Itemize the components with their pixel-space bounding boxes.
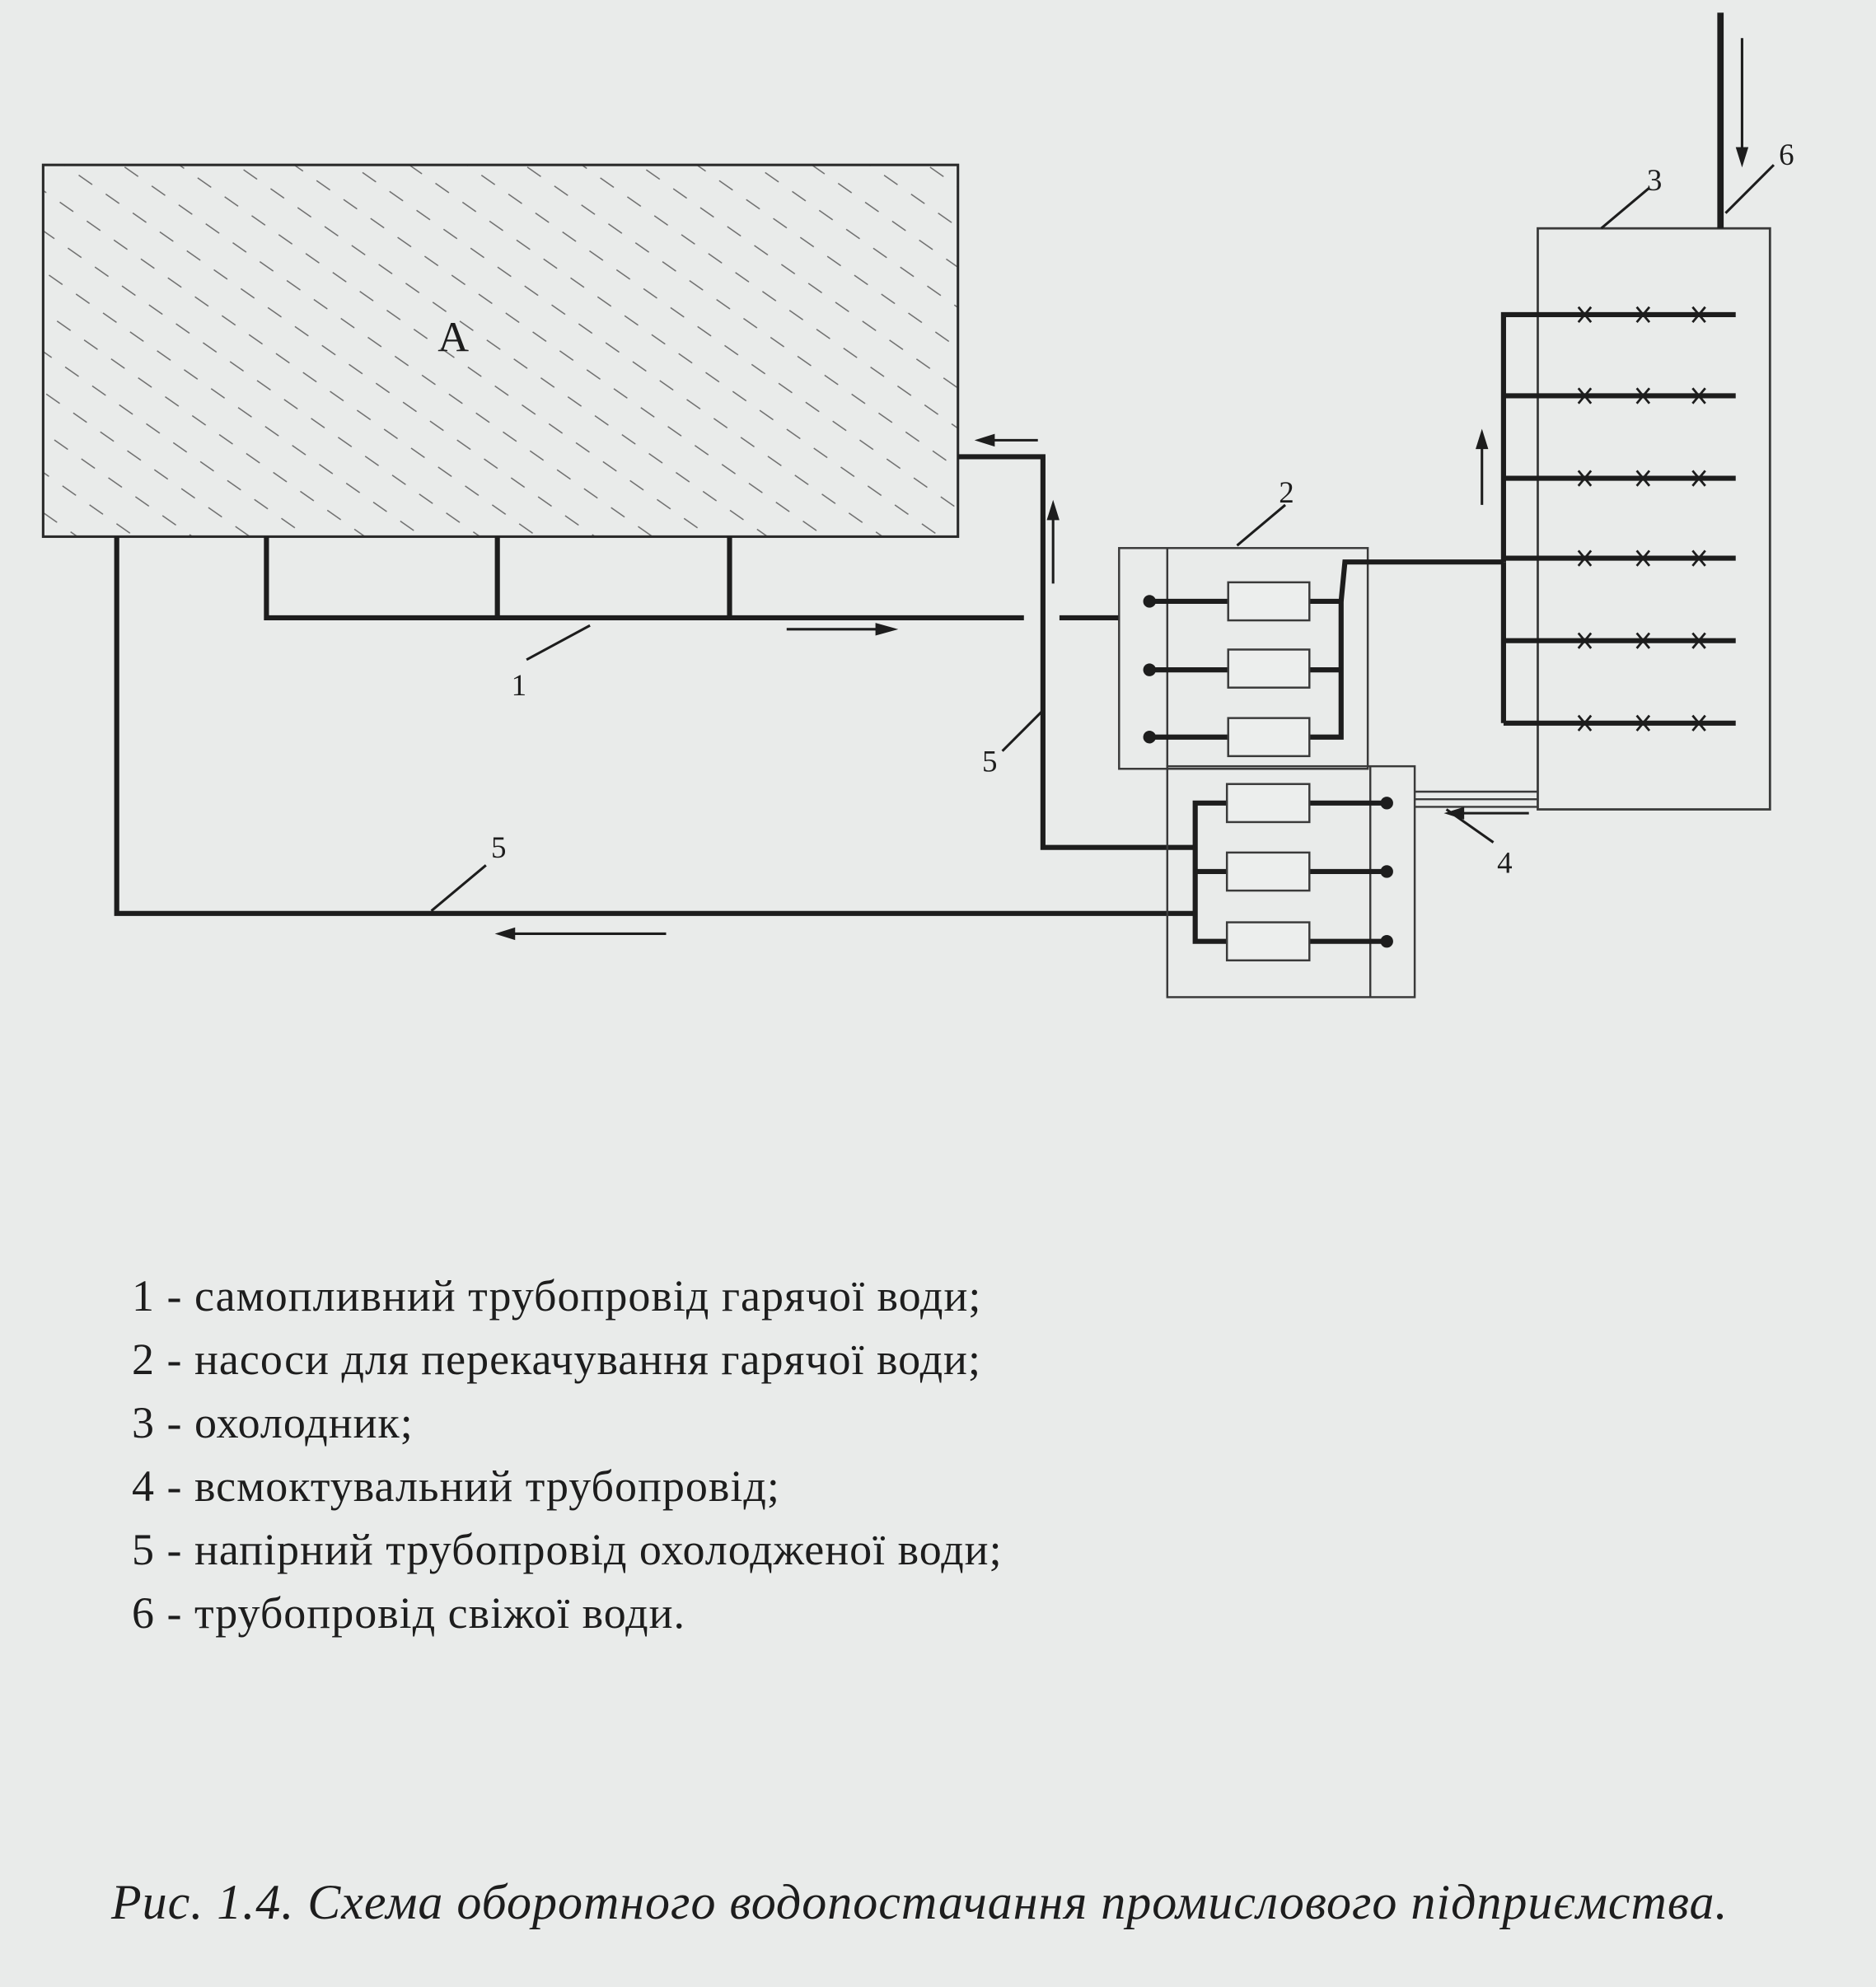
label-1: 1 [512,668,526,702]
cooler-nozzles [1577,306,1706,732]
flow-arrow-left-top [974,433,1038,447]
leader-6: 6 [1724,138,1794,214]
water-supply-scheme: A 1 5 [41,12,1794,998]
legend-item: 4 - всмоктувальний трубопровід; [132,1461,780,1511]
legend-item: 5 - напірний трубопровід охолодженої вод… [132,1525,1003,1574]
cooler [1500,227,1771,811]
label-3: 3 [1647,163,1662,197]
label-6: 6 [1779,138,1794,171]
cooled-water-return-pipeline [957,454,1195,850]
leader-5-bottom: 5 [430,830,506,912]
flow-arrow-left-bottom [494,927,667,941]
fresh-water-pipeline [1717,12,1749,229]
legend: 1 - самопливний трубопровід гарячої води… [132,1265,1003,1645]
suction-pipeline [1415,790,1538,808]
production-block-a: A [41,163,960,538]
figure-caption: Рис. 1.4. Схема оборотного водопостачанн… [111,1875,1729,1929]
legend-item: 3 - охолодник; [132,1398,414,1447]
leader-4: 4 [1445,808,1513,880]
legend-item: 2 - насоси для перекачування гарячої вод… [132,1335,981,1384]
leader-2: 2 [1236,475,1294,547]
hot-water-pumps [1143,559,1504,758]
leader-3: 3 [1600,163,1662,230]
cooled-water-pumps [1192,783,1393,962]
label-4: 4 [1497,846,1512,880]
flow-arrow-right [786,623,899,636]
leader-1: 1 [512,624,591,702]
flow-arrow-up-5 [1046,499,1060,584]
flow-arrow-up-cooler [1476,428,1489,505]
legend-item: 6 - трубопровід свіжої води. [132,1588,686,1638]
hot-water-pumps-station [1118,547,1369,770]
hot-water-gravity-pipeline [264,536,1120,621]
legend-item: 1 - самопливний трубопровід гарячої води… [132,1271,982,1321]
label-5-bottom: 5 [491,830,506,864]
label-2: 2 [1279,475,1294,509]
block-a-label: A [437,314,469,362]
leader-5-top: 5 [982,709,1044,778]
label-5-top: 5 [982,744,997,778]
cooled-water-pressure-pipeline [114,536,1195,916]
